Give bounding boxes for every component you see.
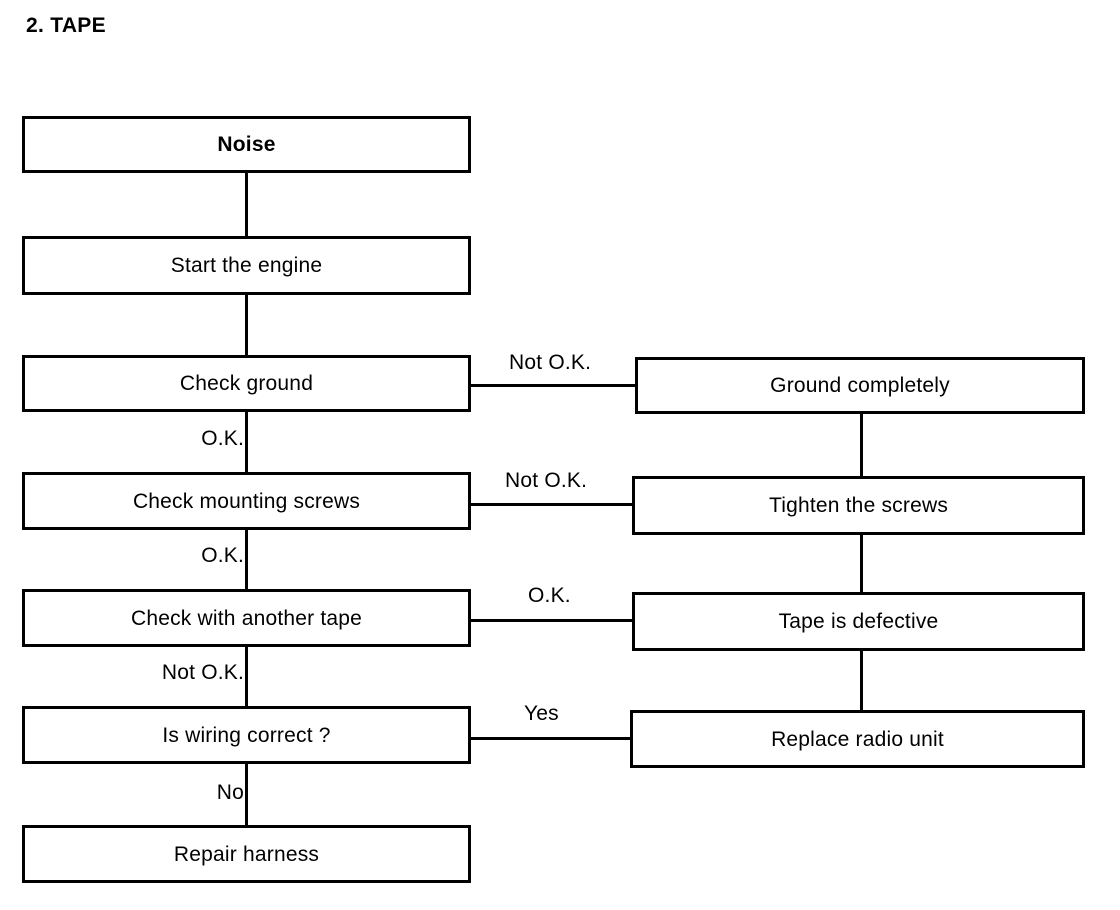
node-noise-label: Noise [217, 133, 276, 156]
node-tighten-the-screws[interactable]: Tighten the screws [632, 476, 1085, 535]
connector-start-engine-to-check-ground [245, 295, 248, 355]
node-repair-harness-label: Repair harness [173, 842, 320, 866]
node-replace-radio-unit[interactable]: Replace radio unit [630, 710, 1085, 768]
page-title: 2. TAPE [26, 14, 106, 37]
node-tighten-the-screws-label: Tighten the screws [768, 494, 949, 517]
node-check-ground[interactable]: Check ground [22, 355, 471, 412]
connector-wiring-correct-to-repair-harness [245, 764, 248, 825]
node-is-wiring-correct[interactable]: Is wiring correct ? [22, 706, 471, 764]
edge-label-not-ok-screws-branch: Not O.K. [505, 469, 588, 492]
connector-noise-to-start-engine [245, 173, 248, 236]
edge-label-not-ok-ground-branch: Not O.K. [509, 351, 592, 374]
node-start-the-engine[interactable]: Start the engine [22, 236, 471, 295]
connector-branch-check-ground [471, 384, 635, 387]
edge-label-ok-tape-branch: O.K. [528, 584, 571, 607]
connector-tighten-screws-to-tape-defective [860, 535, 863, 592]
node-ground-completely[interactable]: Ground completely [635, 357, 1085, 414]
connector-branch-wiring-correct [471, 737, 630, 740]
connector-check-screws-to-check-other-tape [245, 530, 248, 589]
node-is-wiring-correct-label: Is wiring correct ? [162, 723, 331, 747]
edge-label-ok-check-ground: O.K. [201, 427, 244, 450]
edge-label-ok-check-screws: O.K. [201, 544, 244, 567]
node-check-mounting-screws-label: Check mounting screws [132, 489, 361, 513]
node-check-mounting-screws[interactable]: Check mounting screws [22, 472, 471, 530]
node-replace-radio-unit-label: Replace radio unit [771, 727, 944, 751]
node-tape-is-defective-label: Tape is defective [778, 610, 939, 633]
connector-check-ground-to-check-screws [245, 412, 248, 472]
node-check-ground-label: Check ground [179, 372, 314, 395]
node-noise[interactable]: Noise [22, 116, 471, 173]
edge-label-not-ok-check-other-tape: Not O.K. [161, 661, 244, 684]
node-repair-harness[interactable]: Repair harness [22, 825, 471, 883]
node-ground-completely-label: Ground completely [770, 374, 950, 397]
edge-label-yes-wiring-branch: Yes [524, 702, 559, 725]
node-tape-is-defective[interactable]: Tape is defective [632, 592, 1085, 651]
edge-label-no-wiring-correct: No [216, 781, 244, 804]
connector-ground-completely-to-tighten-screws [860, 414, 863, 476]
connector-tape-defective-to-replace-radio [860, 651, 863, 710]
connector-check-other-tape-to-wiring-correct [245, 647, 248, 706]
node-start-the-engine-label: Start the engine [170, 254, 323, 277]
node-check-with-another-tape-label: Check with another tape [130, 606, 363, 630]
connector-branch-check-screws [471, 503, 632, 506]
connector-branch-check-other-tape [471, 619, 632, 622]
node-check-with-another-tape[interactable]: Check with another tape [22, 589, 471, 647]
